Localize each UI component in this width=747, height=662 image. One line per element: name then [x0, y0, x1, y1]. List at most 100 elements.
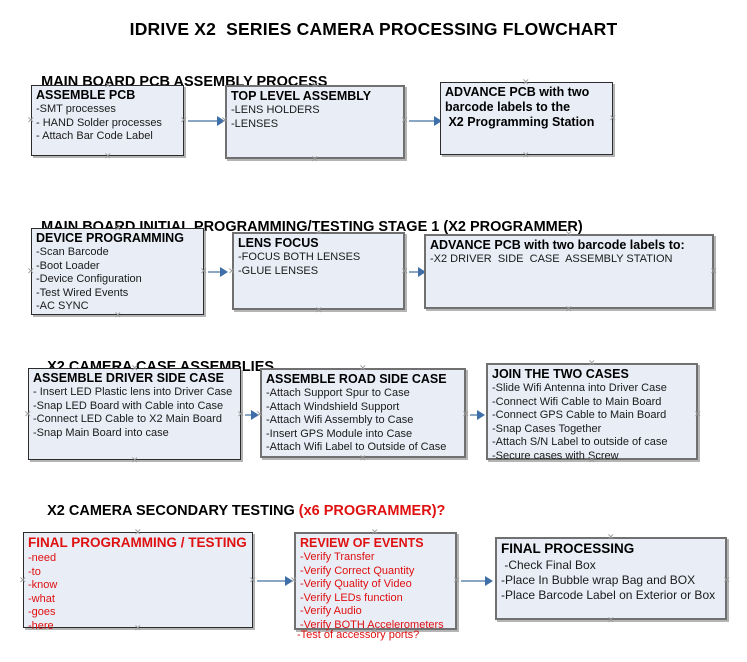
node-line: -Insert GPS Module into Case: [266, 427, 413, 440]
node-line: -SMT processes: [36, 103, 116, 115]
node-line: -Attach Wifi Label to Outside of Case: [266, 441, 447, 453]
connection-point-icon: ✕: [359, 363, 367, 373]
connection-point-icon: ✕: [27, 266, 35, 276]
node-final-programming-testing[interactable]: FINAL PROGRAMMING / TESTING -need -to -k…: [23, 532, 253, 632]
node-line: -Verify Audio: [300, 605, 362, 617]
node-line: -Check Final Box: [501, 558, 596, 572]
node-line: -Snap LED Board with Cable into Case: [33, 399, 224, 412]
node-line: -goes: [28, 606, 56, 618]
node-final-processing[interactable]: FINAL PROCESSING -Check Final Box -Place…: [495, 537, 727, 620]
node-overflow-line: -Test of accessory ports?: [297, 629, 420, 641]
connection-point-icon: ✕: [290, 575, 298, 585]
node-join-the-two-cases[interactable]: JOIN THE TWO CASES -Slide Wifi Antenna i…: [486, 363, 698, 462]
node-line: -Verify LEDs function: [300, 591, 403, 604]
connection-point-icon: ✕: [694, 409, 702, 419]
node-line: -LENS HOLDERS: [231, 104, 320, 116]
connection-point-icon: ✕: [19, 575, 27, 585]
node-review-of-events[interactable]: REVIEW OF EVENTS -Verify Transfer -Verif…: [294, 532, 457, 631]
node-title: JOIN THE TWO CASES: [492, 367, 629, 381]
arrowhead-icon: [217, 116, 225, 126]
node-line: -Scan Barcode: [36, 246, 109, 258]
connection-point-icon: ✕: [228, 266, 236, 276]
node-line: -Verify Transfer: [300, 551, 375, 563]
node-line: -what: [28, 592, 55, 605]
connector-1-1: [188, 120, 220, 122]
node-line: -here: [28, 619, 54, 632]
connection-point-icon: ✕: [565, 229, 573, 239]
connection-point-icon: ✕: [200, 266, 208, 276]
node-assemble-road-side-case[interactable]: ASSEMBLE ROAD SIDE CASE -Attach Support …: [260, 368, 466, 458]
node-title: ASSEMBLE ROAD SIDE CASE: [266, 372, 447, 386]
node-line: -Attach Support Spur to Case: [266, 387, 410, 399]
node-line: -know: [28, 579, 58, 591]
arrowhead-icon: [251, 410, 259, 420]
connection-point-icon: ✕: [24, 409, 32, 419]
node-line: -Place In Bubble wrap Bag and BOX: [501, 573, 696, 587]
node-top-level-assembly[interactable]: TOP LEVEL ASSEMBLY -LENS HOLDERS -LENSES: [225, 85, 405, 159]
node-line: -X2 DRIVER SIDE CASE ASSEMBLY STATION: [430, 253, 673, 265]
connection-point-icon: ✕: [371, 527, 379, 537]
connection-point-icon: ✕: [104, 80, 112, 90]
connection-point-icon: ✕: [256, 409, 264, 419]
node-line: -FOCUS BOTH LENSES: [238, 251, 361, 263]
node-line: - Insert LED Plastic lens into Driver Ca…: [33, 386, 233, 398]
connection-point-icon: ✕: [131, 363, 139, 373]
node-title: FINAL PROGRAMMING / TESTING: [28, 535, 247, 550]
node-line: -GLUE LENSES: [238, 264, 319, 277]
connection-point-icon: ✕: [607, 532, 615, 542]
connection-point-icon: ✕: [311, 154, 319, 164]
node-line: -Verify Quality of Video: [300, 578, 412, 590]
connection-point-icon: ✕: [453, 575, 461, 585]
connector-4-2: [461, 580, 487, 582]
arrowhead-icon: [285, 576, 293, 586]
connection-point-icon: ✕: [401, 266, 409, 276]
connection-point-icon: ✕: [710, 266, 718, 276]
section-heading-4-text: X2 CAMERA SECONDARY TESTING: [47, 503, 299, 519]
connection-point-icon: ✕: [315, 305, 323, 315]
node-assemble-pcb[interactable]: ASSEMBLE PCB -SMT processes - HAND Solde…: [31, 85, 184, 156]
page-title: IDRIVE X2 SERIES CAMERA PROCESSING FLOWC…: [129, 19, 618, 39]
connection-point-icon: ✕: [522, 77, 530, 87]
node-line: -Verify Correct Quantity: [300, 564, 415, 577]
node-lens-focus[interactable]: LENS FOCUS -FOCUS BOTH LENSES -GLUE LENS…: [232, 232, 405, 310]
node-title: FINAL PROCESSING: [501, 541, 635, 556]
connection-point-icon: ✕: [114, 310, 122, 320]
node-title: ADVANCE PCB with two barcode labels to:: [430, 238, 685, 252]
node-device-programming[interactable]: DEVICE PROGRAMMING -Scan Barcode -Boot L…: [31, 228, 204, 315]
arrowhead-icon: [220, 267, 228, 277]
arrowhead-icon: [477, 410, 485, 420]
node-title: DEVICE PROGRAMMING: [36, 231, 184, 245]
node-advance-pcb-driver-side-case[interactable]: ADVANCE PCB with two barcode labels to: …: [424, 234, 714, 309]
connection-point-icon: ✕: [401, 115, 409, 125]
connection-point-icon: ✕: [180, 115, 188, 125]
connection-point-icon: ✕: [609, 113, 617, 123]
node-line: -Test Wired Events: [36, 286, 129, 299]
node-title: TOP LEVEL ASSEMBLY: [231, 89, 372, 103]
node-advance-pcb-programming-station[interactable]: ADVANCE PCB with two barcode labels to t…: [440, 82, 613, 155]
connection-point-icon: ✕: [311, 80, 319, 90]
node-title: REVIEW OF EVENTS: [300, 536, 424, 550]
node-assemble-driver-side-case[interactable]: ASSEMBLE DRIVER SIDE CASE - Insert LED P…: [28, 368, 241, 460]
connection-point-icon: ✕: [27, 115, 35, 125]
arrowhead-icon: [434, 116, 442, 126]
node-title: ADVANCE PCB with two: [445, 85, 590, 99]
connection-point-icon: ✕: [134, 623, 142, 633]
connection-point-icon: ✕: [723, 575, 731, 585]
connection-point-icon: ✕: [131, 455, 139, 465]
node-line: - HAND Solder processes: [36, 116, 162, 129]
node-line: -Attach S/N Label to outside of case: [492, 436, 668, 448]
arrowhead-icon: [418, 267, 426, 277]
connection-point-icon: ✕: [134, 527, 142, 537]
connector-3-2: [470, 414, 479, 416]
node-line: -Attach Wifi Assembly to Case: [266, 414, 414, 426]
node-line: -to: [28, 565, 41, 578]
node-line: -Connect Wifi Cable to Main Board: [492, 395, 662, 408]
connection-point-icon: ✕: [522, 150, 530, 160]
connection-point-icon: ✕: [249, 575, 257, 585]
node-line: -Snap Main Board into case: [33, 426, 169, 439]
node-line: -Connect GPS Cable to Main Board: [492, 409, 667, 421]
node-line: -Snap Cases Together: [492, 422, 602, 435]
node-line: -Boot Loader: [36, 259, 100, 272]
node-line: -Device Configuration: [36, 273, 142, 285]
